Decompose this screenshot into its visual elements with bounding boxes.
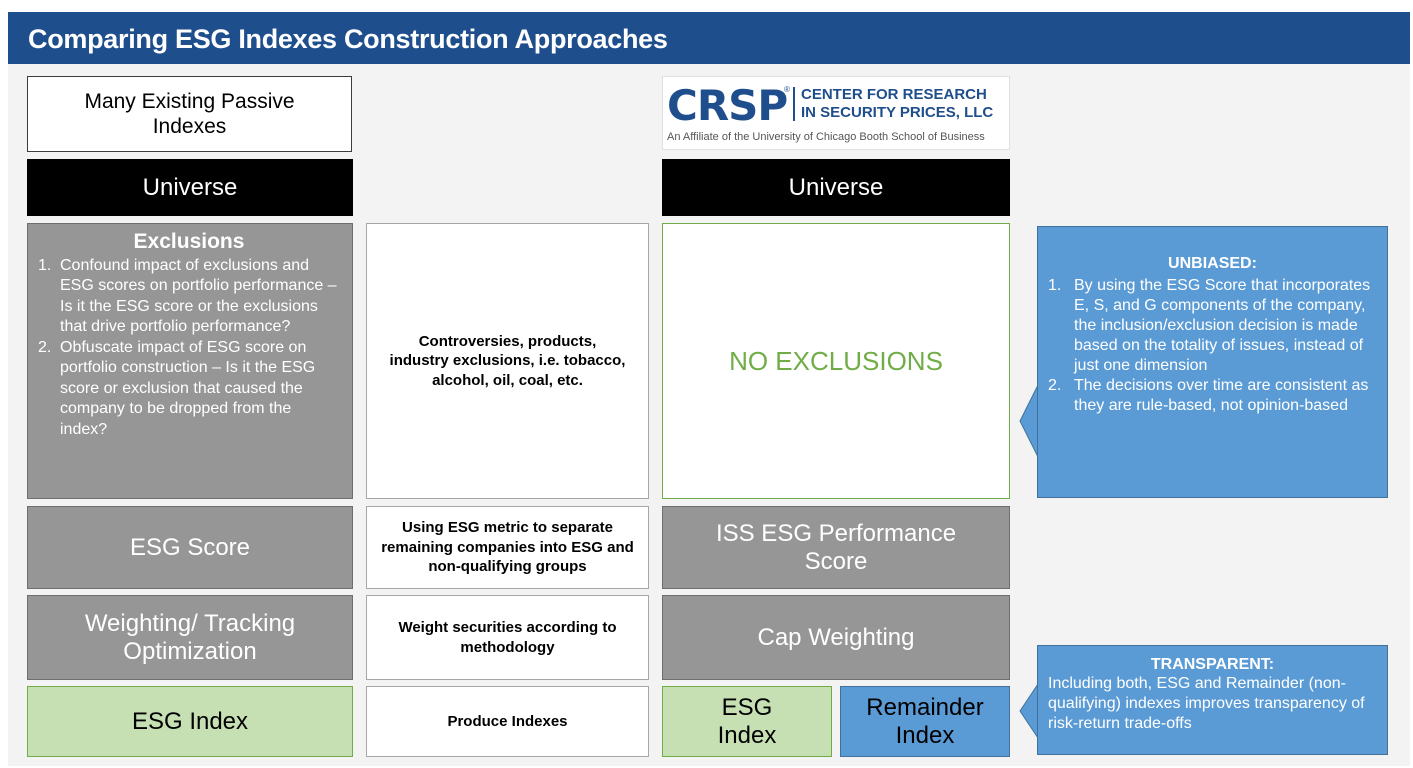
right-esg-index-label: ESG Index (717, 693, 777, 749)
unbiased-callout-body: UNBIASED: 1. By using the ESG Score that… (1037, 226, 1388, 498)
exclusions-item-2-text: Obfuscate impact of ESG score on portfol… (60, 338, 316, 438)
right-universe-box: Universe (662, 159, 1010, 216)
unbiased-callout: UNBIASED: 1. By using the ESG Score that… (1018, 226, 1388, 498)
iss-esg-score-label: ISS ESG Performance Score (715, 519, 957, 575)
title-banner: Comparing ESG Indexes Construction Appro… (8, 12, 1410, 64)
existing-passive-indexes-label: Many Existing Passive Indexes (84, 89, 295, 138)
crsp-logo-affiliation: An Affiliate of the University of Chicag… (667, 131, 985, 143)
weight-description-box: Weight securities according to methodolo… (366, 595, 649, 680)
exclusions-title: Exclusions (133, 230, 245, 253)
exclusions-item-1-num: 1. (38, 257, 52, 274)
page-title: Comparing ESG Indexes Construction Appro… (28, 24, 668, 54)
remainder-index-label: Remainder Index (866, 693, 984, 749)
left-esg-score-label: ESG Score (129, 533, 251, 561)
iss-esg-score-box: ISS ESG Performance Score (662, 506, 1010, 589)
exclusions-item-1-text: Confound impact of exclusions and ESG sc… (60, 257, 337, 336)
right-universe-label: Universe (788, 173, 884, 201)
left-esg-index-label: ESG Index (131, 707, 249, 735)
produce-description-box: Produce Indexes (366, 686, 649, 757)
transparent-callout: TRANSPARENT: Including both, ESG and Rem… (1018, 645, 1388, 755)
cap-weighting-box: Cap Weighting (662, 595, 1010, 680)
unbiased-item-1: 1. By using the ESG Score that incorpora… (1048, 276, 1377, 376)
existing-passive-indexes-box: Many Existing Passive Indexes (27, 76, 352, 152)
transparent-callout-body: TRANSPARENT: Including both, ESG and Rem… (1037, 645, 1388, 755)
exclusions-box: Exclusions 1. Confound impact of exclusi… (27, 223, 353, 499)
no-exclusions-label: NO EXCLUSIONS (729, 345, 943, 376)
crsp-logo-mark: CRSP (667, 81, 788, 130)
left-universe-box: Universe (27, 159, 353, 216)
unbiased-item-2-num: 2. (1048, 377, 1062, 394)
exclusions-list: 1. Confound impact of exclusions and ESG… (36, 256, 342, 440)
remainder-index-box: Remainder Index (840, 686, 1010, 757)
crsp-logo-line2: IN SECURITY PRICES, LLC (801, 104, 994, 121)
exclusions-description-box: Controversies, products, industry exclus… (366, 223, 649, 499)
weighting-label: Weighting/ Tracking Optimization (84, 609, 296, 665)
crsp-logo: CRSP ® CENTER FOR RESEARCH IN SECURITY P… (662, 76, 1010, 150)
weight-description: Weight securities according to methodolo… (398, 619, 617, 656)
transparent-text: Including both, ESG and Remainder (non-q… (1048, 675, 1365, 732)
unbiased-item-1-text: By using the ESG Score that incorporates… (1074, 277, 1371, 374)
left-esg-index-box: ESG Index (27, 686, 353, 757)
transparent-callout-pointer (1019, 681, 1040, 741)
unbiased-callout-pointer (1019, 381, 1040, 461)
unbiased-item-1-num: 1. (1048, 277, 1062, 294)
left-universe-label: Universe (142, 173, 238, 201)
unbiased-list: 1. By using the ESG Score that incorpora… (1048, 276, 1377, 416)
crsp-logo-divider (793, 87, 795, 121)
produce-description: Produce Indexes (447, 712, 568, 730)
exclusions-item-2: 2. Obfuscate impact of ESG score on port… (36, 338, 342, 440)
right-esg-index-box: ESG Index (662, 686, 832, 757)
weighting-box: Weighting/ Tracking Optimization (27, 595, 353, 680)
unbiased-title: UNBIASED: (1168, 255, 1257, 272)
unbiased-item-2: 2. The decisions over time are consisten… (1048, 376, 1377, 416)
transparent-title: TRANSPARENT: (1150, 656, 1275, 673)
no-exclusions-box: NO EXCLUSIONS (662, 223, 1010, 499)
score-description: Using ESG metric to separate remaining c… (381, 519, 634, 576)
cap-weighting-label: Cap Weighting (757, 623, 915, 651)
unbiased-item-2-text: The decisions over time are consistent a… (1074, 377, 1369, 414)
crsp-logo-registered: ® (784, 85, 790, 94)
exclusions-description: Controversies, products, industry exclus… (389, 332, 626, 389)
exclusions-item-1: 1. Confound impact of exclusions and ESG… (36, 256, 342, 338)
exclusions-item-2-num: 2. (38, 338, 52, 356)
score-description-box: Using ESG metric to separate remaining c… (366, 506, 649, 589)
crsp-logo-line1: CENTER FOR RESEARCH (801, 86, 987, 103)
left-esg-score-box: ESG Score (27, 506, 353, 589)
